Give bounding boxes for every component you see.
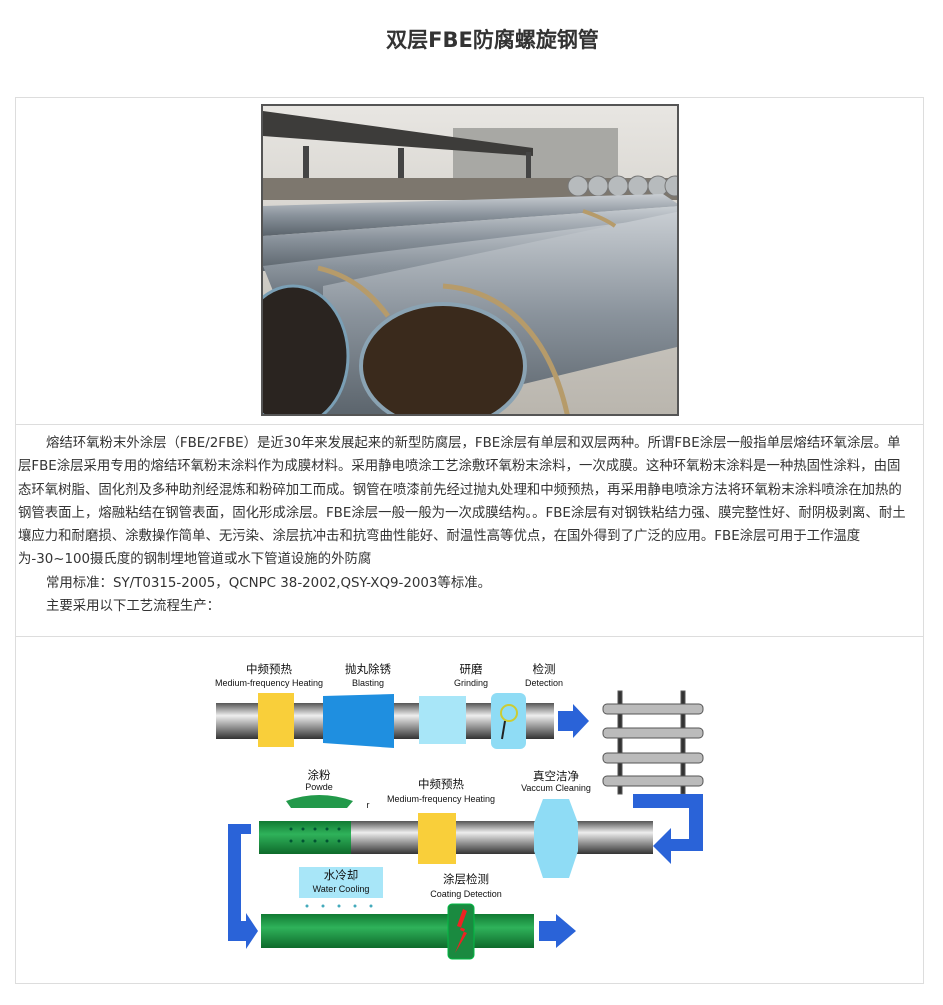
step-label-en: Powde	[305, 782, 333, 792]
step-label-zh: 真空洁净	[533, 769, 579, 783]
pipe-rack	[602, 690, 704, 795]
step-label-en: Water Cooling	[313, 884, 370, 894]
heating-band-2	[418, 813, 456, 864]
pipe-bottom	[261, 914, 534, 948]
water-cooling-box	[299, 867, 383, 898]
step-label-zh: 抛丸除锈	[345, 662, 391, 676]
process-intro-text: 主要采用以下工艺流程生产：	[46, 599, 221, 615]
step-label-zh: 检测	[533, 662, 556, 676]
step-label-en: Medium-frequency Heating	[387, 794, 495, 804]
step-label-zh: 涂层检测	[443, 872, 489, 886]
grinding-block	[419, 696, 466, 744]
photo-row	[16, 98, 923, 425]
content-table: 熔结环氧粉末外涂层（FBE/2FBE）是近30年来发展起来的新型防腐层，FBE涂…	[15, 97, 924, 984]
page-title: 双层FBE防腐螺旋钢管	[386, 28, 599, 52]
magnifier-icon	[500, 704, 518, 722]
step-label-zh: 涂粉	[308, 768, 331, 782]
standards-text: 常用标准：SY/T0315-2005，QCNPC 38-2002,QSY-XQ9…	[46, 575, 491, 591]
step-label-zh: 研磨	[460, 662, 483, 676]
description-paragraph: 熔结环氧粉末外涂层（FBE/2FBE）是近30年来发展起来的新型防腐层，FBE涂…	[18, 436, 906, 568]
description-row: 熔结环氧粉末外涂层（FBE/2FBE）是近30年来发展起来的新型防腐层，FBE涂…	[16, 424, 923, 637]
step-label-en: Blasting	[352, 678, 384, 688]
powder-sprayer	[286, 795, 353, 808]
coating-detection-band	[447, 903, 475, 960]
turn-arrow-icon	[633, 794, 703, 864]
return-arrow-icon	[228, 824, 258, 949]
process-flow-diagram: 中频预热 Medium-frequency Heating 抛丸除锈 Blast…	[215, 662, 704, 960]
vacuum-cleaner	[534, 799, 578, 878]
blasting-block	[323, 694, 394, 748]
step-label-zh: 中频预热	[418, 777, 464, 791]
arrow-right-icon	[558, 704, 589, 738]
product-photo	[261, 104, 679, 416]
stray-char: r	[367, 800, 370, 810]
step-label-en: Medium-frequency Heating	[215, 678, 323, 688]
heating-band	[258, 693, 294, 747]
step-label-zh: 中频预热	[246, 662, 292, 676]
step-label-en: Detection	[525, 678, 563, 688]
step-label-en: Coating Detection	[430, 889, 502, 899]
arrow-right-icon-2	[539, 914, 576, 948]
process-diagram-row: 中频预热 Medium-frequency Heating 抛丸除锈 Blast…	[16, 637, 923, 983]
step-label-zh: 水冷却	[324, 868, 359, 882]
step-label-en: Grinding	[454, 678, 488, 688]
step-label-en: Vaccum Cleaning	[521, 783, 591, 793]
